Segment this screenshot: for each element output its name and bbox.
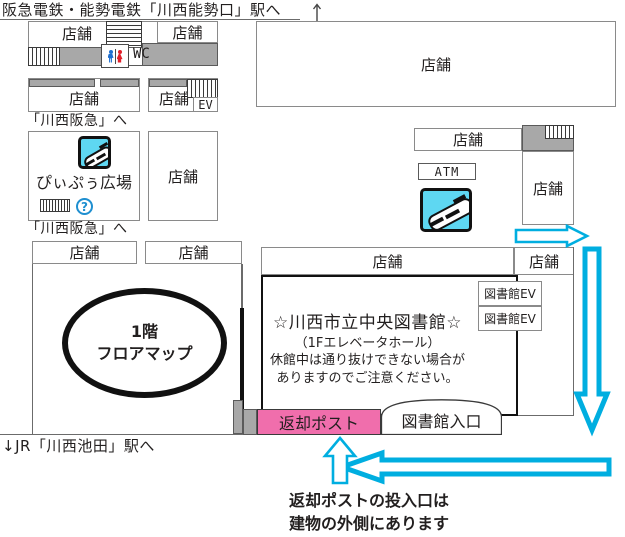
room-label-shop-top-b: 店舗 <box>172 23 203 42</box>
library-entrance-box: 図書館入口 <box>381 399 502 435</box>
room-label-shop-row2-b: 店舗 <box>158 89 189 108</box>
label-library-ev-2: 図書館EV <box>484 312 536 326</box>
room-shop-top-b: 店舗 <box>157 21 218 43</box>
service-block-top-right <box>142 43 218 66</box>
room-label-shop-lib-top-right: 店舗 <box>528 252 559 271</box>
restroom-female-figure-icon <box>116 49 123 63</box>
floor-map-title-oval: 1階 フロアマップ <box>62 288 227 398</box>
restroom-male-figure-icon <box>107 49 114 63</box>
room-label-shop-lib-top: 店舗 <box>372 252 403 271</box>
room-shop-top-big: 店舗 <box>256 21 616 107</box>
library-outer-wall-bottom <box>518 415 574 416</box>
floor-map-title-line2: フロアマップ <box>96 344 193 363</box>
library-subtitle: （1Fエレベータホール） <box>294 335 441 351</box>
route-arrow-right-small-icon <box>514 223 590 249</box>
room-shop-mid-right: 店舗 <box>148 131 218 221</box>
room-shop-row3-a: 店舗 <box>32 241 137 264</box>
return-post-caption-line-1: 返却ポストの投入口は <box>289 491 450 510</box>
room-label-shop-right-col: 店舗 <box>452 131 483 149</box>
room-shop-library-top: 店舗 <box>261 247 514 275</box>
hall-wall-right-upper <box>241 264 243 308</box>
nav-label-kawanishi-hankyu-1: 「川西阪急」へ <box>26 113 128 129</box>
route-arrow-left-long-icon <box>334 449 612 485</box>
library-info-block: ☆川西市立中央図書館☆ （1Fエレベータホール） 休館中は通り抜けできない場合が… <box>255 312 480 388</box>
room-label-piipuu-plaza: ぴぃぷぅ広場 <box>36 173 133 192</box>
stairs-icon-row2-right <box>187 79 218 98</box>
label-atm: ATM <box>434 164 460 179</box>
return-post-caption-line-2: 建物の外側にあります <box>289 514 450 534</box>
nav-label-kawanishi-hankyu-2: 「川西阪急」へ <box>26 221 128 237</box>
floor-map-title-line1: 1階 <box>130 322 159 342</box>
escalator-icon-left <box>78 136 111 169</box>
label-return-post: 返却ポスト <box>278 414 359 433</box>
restroom-icon-divider <box>114 48 116 64</box>
library-title: ☆川西市立中央図書館☆ <box>273 313 462 333</box>
escalator-icon-right <box>420 188 472 232</box>
room-label-shop-top-big: 店舗 <box>420 55 451 74</box>
service-block-row2-a1 <box>29 79 95 87</box>
room-label-shop-right-tall: 店舗 <box>532 179 563 198</box>
library-outer-wall-right <box>573 247 574 416</box>
room-label-shop-row2-a: 店舗 <box>68 89 99 108</box>
room-label-shop-top-a: 店舗 <box>62 25 93 43</box>
atm-box: ATM <box>418 163 476 180</box>
room-shop-right-tall: 店舗 <box>522 151 574 225</box>
library-wall-top <box>261 275 518 277</box>
label-ev: EV <box>198 97 213 112</box>
return-post-box: 返却ポスト <box>257 409 381 435</box>
room-library-elevator-2: 図書館EV <box>478 306 542 331</box>
library-wall-left <box>261 275 263 416</box>
library-wall-right <box>516 275 518 416</box>
service-block-row2-a2 <box>100 79 139 87</box>
room-shop-row3-b: 店舗 <box>145 241 242 264</box>
stairs-icon-piipuu <box>40 199 70 212</box>
information-icon: ? <box>76 198 93 215</box>
route-arrow-up-return-post-icon <box>322 435 358 485</box>
library-note-line-2: ありますのでご注意ください。 <box>276 371 459 387</box>
stairs-icon-top-left <box>28 47 60 66</box>
room-elevator-row2: EV <box>193 97 218 112</box>
hall-wall-bottom <box>0 434 243 435</box>
label-library-ev-1: 図書館EV <box>484 287 536 301</box>
library-note-line-1: 休館中は通り抜けできない場合が <box>269 353 465 369</box>
label-library-entrance: 図書館入口 <box>401 412 482 431</box>
hall-wall-right-lower <box>240 308 244 426</box>
room-label-shop-row3-a: 店舗 <box>69 244 100 262</box>
route-arrow-down-long-icon <box>573 246 612 437</box>
label-wc: WC <box>133 46 150 62</box>
room-label-shop-mid-right: 店舗 <box>167 167 198 186</box>
room-shop-right-strip: 店舗 <box>414 128 522 151</box>
room-label-shop-row3-b: 店舗 <box>178 244 209 262</box>
restroom-icon <box>101 44 129 68</box>
nav-underline-top <box>0 19 300 20</box>
service-block-entrance-left <box>243 409 257 435</box>
return-post-caption: 返却ポストの投入口は 建物の外側にあります <box>289 489 449 535</box>
room-library-elevator-1: 図書館EV <box>478 281 542 306</box>
service-block-hall-bottom <box>233 400 243 434</box>
stairs-icon-right <box>545 125 574 139</box>
service-block-row2-b <box>149 79 187 87</box>
room-shop-library-top-right: 店舗 <box>514 247 574 275</box>
nav-arrow-up-icon <box>310 2 324 24</box>
nav-label-jr-kawanishi-ikeda: ↓JR「川西池田」駅へ <box>2 437 155 455</box>
nav-label-hankyu-nose-kawanishi-noseguchi: 阪急電鉄・能勢電鉄「川西能勢口」駅へ <box>2 1 282 19</box>
hall-wall-left <box>32 264 33 434</box>
